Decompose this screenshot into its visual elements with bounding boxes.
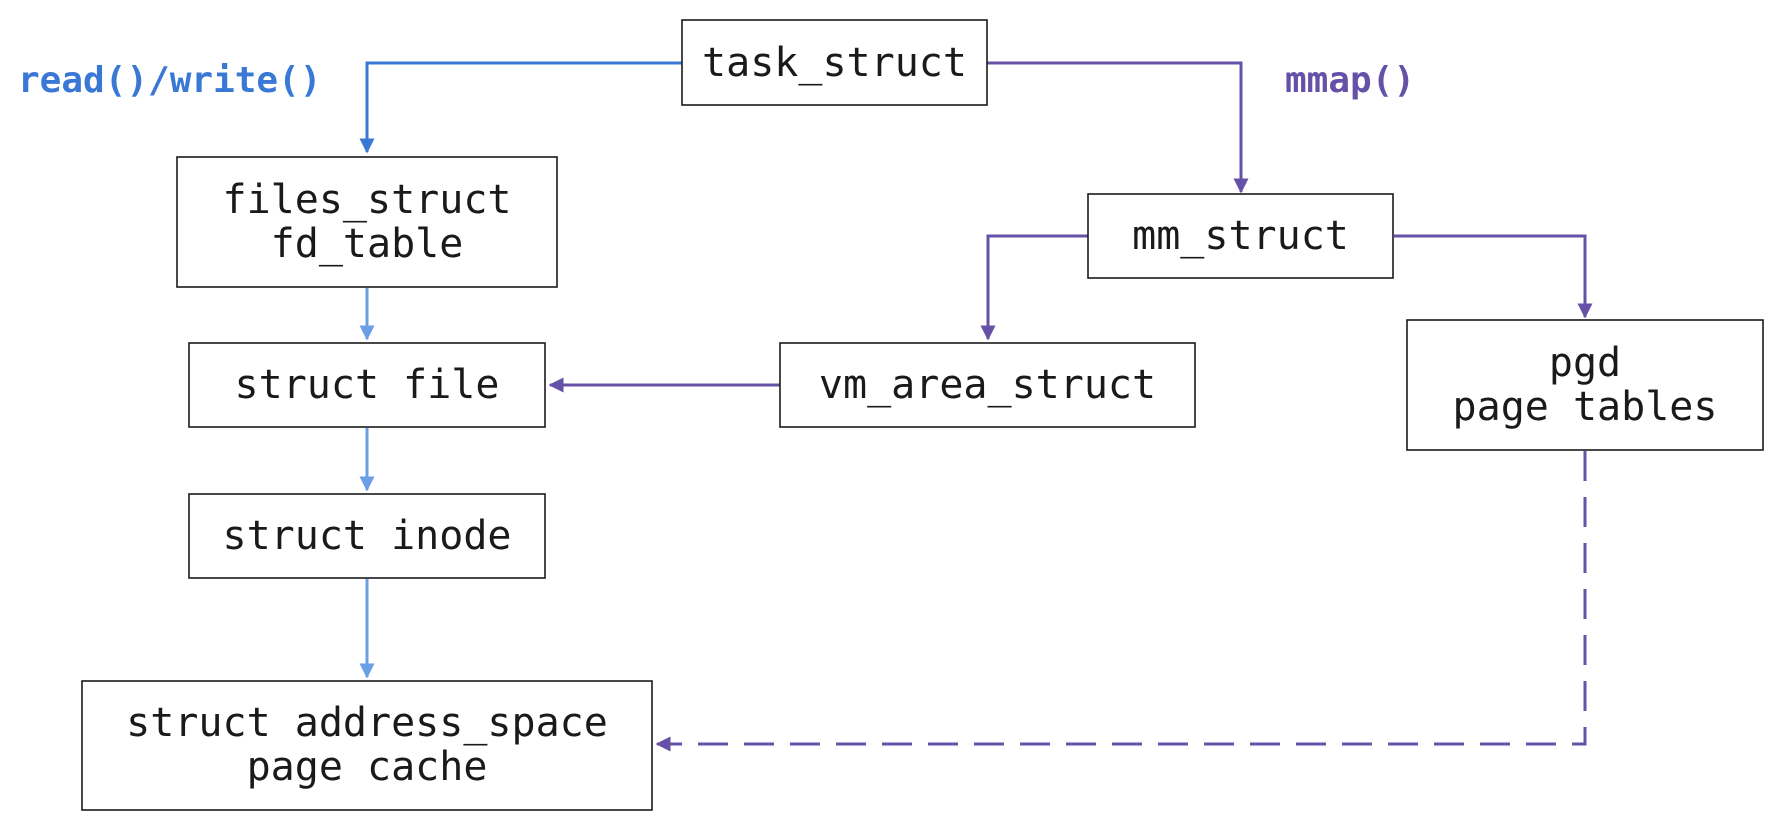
files-struct-node: files_struct fd_table — [176, 156, 558, 288]
page-tables-label: page tables — [1453, 384, 1718, 430]
mm-struct-label: mm_struct — [1132, 213, 1349, 259]
address-space-node: struct address_space page cache — [81, 680, 653, 811]
files-struct-label: files_struct — [223, 177, 512, 223]
address-space-label: struct address_space — [126, 700, 608, 746]
struct-inode-label: struct inode — [223, 513, 512, 559]
edge-task-to-mm — [987, 61, 1249, 194]
struct-inode-node: struct inode — [188, 493, 546, 579]
mm-struct-node: mm_struct — [1087, 193, 1394, 279]
edge-mm-to-vma — [980, 234, 1088, 341]
vm-area-struct-label: vm_area_struct — [819, 362, 1156, 408]
mmap-label: mmap() — [1285, 60, 1415, 101]
struct-file-label: struct file — [235, 362, 500, 408]
page-cache-label: page cache — [247, 744, 488, 790]
vm-area-struct-node: vm_area_struct — [779, 342, 1196, 428]
read-write-label: read()/write() — [18, 60, 321, 101]
edge-task-to-files — [359, 61, 683, 154]
pgd-label: pgd — [1549, 340, 1621, 386]
pgd-node: pgd page tables — [1406, 319, 1764, 451]
edge-mm-to-pgd — [1394, 234, 1593, 319]
fd-table-label: fd_table — [271, 221, 464, 267]
struct-file-node: struct file — [188, 342, 546, 428]
edge-pgd-to-address-space — [655, 451, 1587, 752]
task-struct-label: task_struct — [702, 40, 967, 86]
task-struct-node: task_struct — [681, 19, 988, 106]
